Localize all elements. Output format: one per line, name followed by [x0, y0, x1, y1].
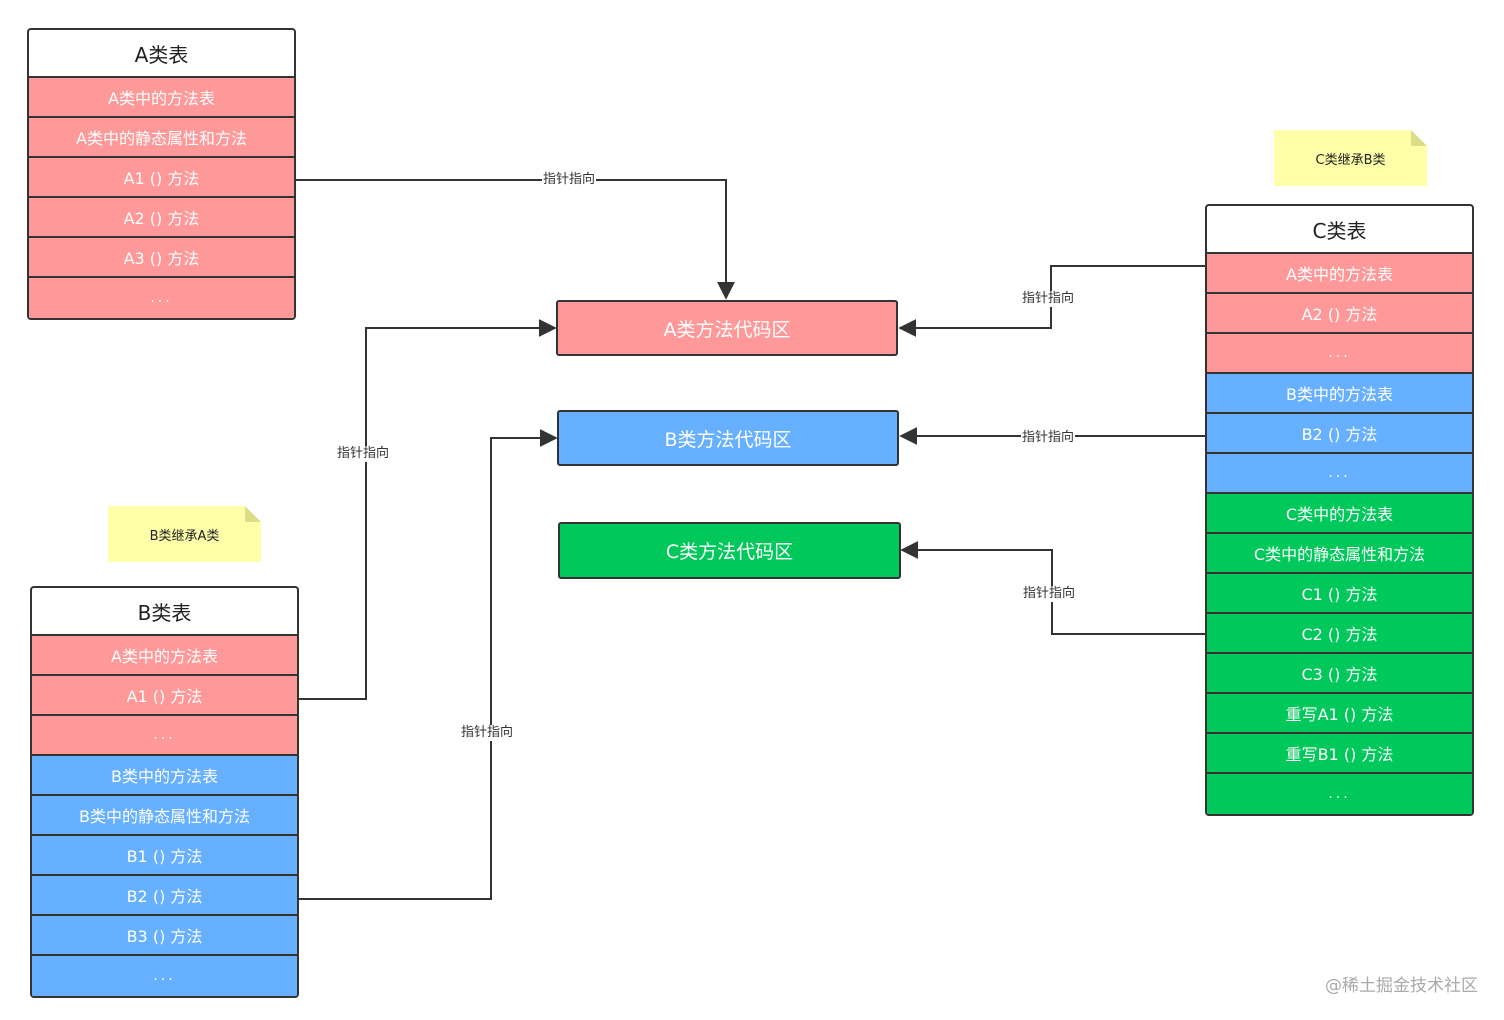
c-table-row: 重写B1 () 方法 — [1207, 734, 1472, 774]
b-method-code-area: B类方法代码区 — [557, 410, 899, 466]
a-class-table-title: A类表 — [29, 30, 294, 78]
a-table-row: A1 () 方法 — [29, 158, 294, 198]
a-method-code-area: A类方法代码区 — [556, 300, 898, 356]
edge-label-a1: 指针指向 — [542, 172, 597, 188]
b-table-row: ... — [32, 956, 297, 996]
b-table-row: A1 () 方法 — [32, 676, 297, 716]
watermark: @稀土掘金技术社区 — [1325, 976, 1478, 996]
b-table-row: B类中的静态属性和方法 — [32, 796, 297, 836]
note-b-inherits-a: B类继承A类 — [108, 506, 261, 562]
edge-label-c-a: 指针指向 — [1021, 291, 1076, 307]
note-c-inherits-b-text: C类继承B类 — [1315, 152, 1386, 168]
b-class-table-title: B类表 — [32, 588, 297, 636]
note-b-inherits-a-text: B类继承A类 — [149, 528, 220, 544]
b-table-row: B3 () 方法 — [32, 916, 297, 956]
c-table-row: 重写A1 () 方法 — [1207, 694, 1472, 734]
c-table-row: ... — [1207, 334, 1472, 374]
a-table-row: ... — [29, 278, 294, 318]
edge-a1-to-a-code — [296, 179, 735, 300]
a-table-row: A类中的静态属性和方法 — [29, 118, 294, 158]
a-table-row: A2 () 方法 — [29, 198, 294, 238]
note-c-inherits-b: C类继承B类 — [1274, 130, 1427, 186]
edge-b-a1-to-a-code — [298, 319, 557, 700]
c-table-row: ... — [1207, 774, 1472, 814]
c-table-row: C1 () 方法 — [1207, 574, 1472, 614]
c-table-row: B2 () 方法 — [1207, 414, 1472, 454]
edge-label-b-b2: 指针指向 — [460, 725, 515, 741]
c-table-row: C类中的方法表 — [1207, 494, 1472, 534]
b-table-row: B1 () 方法 — [32, 836, 297, 876]
b-table-row: A类中的方法表 — [32, 636, 297, 676]
a-table-row: A类中的方法表 — [29, 78, 294, 118]
c-method-code-area: C类方法代码区 — [558, 522, 901, 579]
edge-b-b2-to-b-code — [298, 429, 558, 900]
b-table-row: ... — [32, 716, 297, 756]
edge-label-b-a1: 指针指向 — [336, 446, 391, 462]
c-class-table-title: C类表 — [1207, 206, 1472, 254]
c-table-row: A类中的方法表 — [1207, 254, 1472, 294]
c-table-row: A2 () 方法 — [1207, 294, 1472, 334]
note-fold-icon — [1411, 130, 1427, 146]
c-table-row: ... — [1207, 454, 1472, 494]
b-table-row: B类中的方法表 — [32, 756, 297, 796]
note-fold-icon — [245, 506, 261, 522]
edge-label-c-c2: 指针指向 — [1022, 586, 1077, 602]
edge-label-c-b2: 指针指向 — [1021, 430, 1076, 446]
c-table-row: C2 () 方法 — [1207, 614, 1472, 654]
c-table-row: C3 () 方法 — [1207, 654, 1472, 694]
c-table-row: B类中的方法表 — [1207, 374, 1472, 414]
c-table-row: C类中的静态属性和方法 — [1207, 534, 1472, 574]
a-table-row: A3 () 方法 — [29, 238, 294, 278]
b-table-row: B2 () 方法 — [32, 876, 297, 916]
